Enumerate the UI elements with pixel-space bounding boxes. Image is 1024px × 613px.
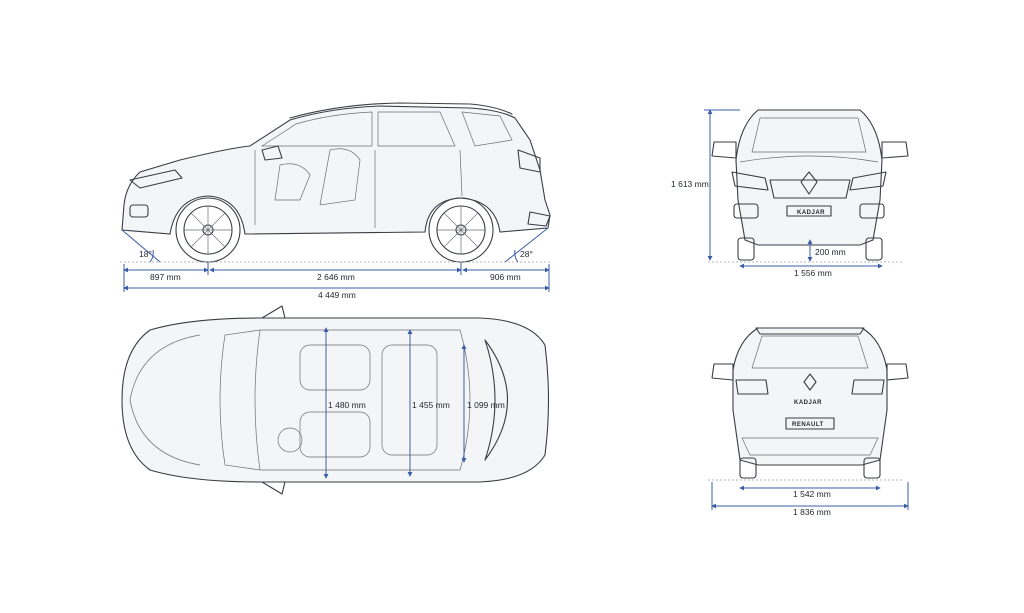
rear-dimensions <box>711 482 909 510</box>
top-dimensions <box>323 327 467 479</box>
front-view-car <box>708 109 909 263</box>
length-label: 4 449 mm <box>318 290 356 300</box>
side-view-car <box>120 102 552 263</box>
approach-angle-label: 18° <box>139 249 152 259</box>
wheelbase-label: 2 646 mm <box>317 272 355 282</box>
ground-clearance-label: 200 mm <box>815 247 846 257</box>
rear-plate-text: RENAULT <box>792 422 824 428</box>
width-label: 1 836 mm <box>793 507 831 517</box>
top-view-car <box>121 305 550 495</box>
rear-interior-width-label: 1 455 mm <box>412 400 450 410</box>
front-dimensions <box>704 109 883 269</box>
rear-model-badge: KADJAR <box>794 400 822 406</box>
departure-angle-label: 28° <box>520 249 533 259</box>
boot-width-label: 1 099 mm <box>467 400 505 410</box>
rear-view-car <box>708 327 909 481</box>
side-dimensions <box>121 227 550 292</box>
rear-overhang-label: 906 mm <box>490 272 521 282</box>
rear-track-label: 1 542 mm <box>793 489 831 499</box>
front-interior-width-label: 1 480 mm <box>328 400 366 410</box>
front-badge: KADJAR <box>797 210 825 216</box>
height-label: 1 613 mm <box>671 179 709 189</box>
front-overhang-label: 897 mm <box>150 272 181 282</box>
front-track-label: 1 556 mm <box>794 268 832 278</box>
